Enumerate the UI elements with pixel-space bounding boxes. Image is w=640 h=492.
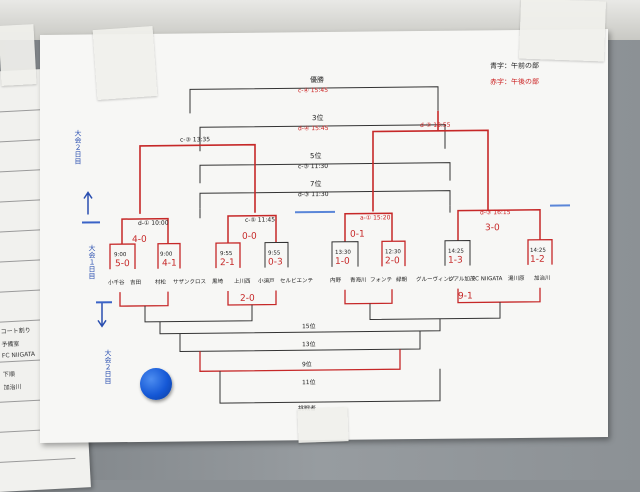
score-mark: 1-2: [530, 255, 545, 265]
qf-right1-time: a-① 15:20: [360, 214, 391, 221]
team-name: 上川西: [234, 277, 251, 285]
score-mark: 9-1: [458, 291, 473, 301]
sheet-text: 下順: [3, 369, 15, 379]
legend-red: 赤字：午後の部: [490, 77, 539, 87]
lower-bracket: 15位 13位 9位 11位 挑戦者: [120, 288, 540, 414]
team-name: フォンテ: [370, 276, 392, 283]
day-label-top: 大会２日目: [74, 129, 82, 166]
team-name: サザンクロス: [173, 278, 206, 285]
round-11-label: 11位: [302, 378, 316, 386]
tape-top-right: [519, 0, 606, 61]
team-name: 緑朝: [396, 275, 407, 283]
score-mark: 5-0: [115, 259, 130, 269]
score-mark: 0-0: [242, 232, 257, 242]
team-name: 小千谷: [108, 278, 125, 286]
score-mark: 2-0: [385, 256, 400, 266]
team-name: セルビエンテ: [280, 276, 313, 284]
round-13-label: 13位: [302, 340, 316, 348]
r1-time: 12:30: [385, 249, 401, 255]
score-mark: 1-0: [335, 257, 350, 267]
seventh-label: 7位: [310, 179, 321, 188]
r1-time: 9:55: [220, 251, 233, 257]
sf-left-time: c-③ 13:35: [180, 136, 210, 143]
arrow-up-icon: [84, 192, 92, 214]
day-label-middle: 大会１日目: [88, 244, 96, 281]
fifth-time: c-③ 11:30: [298, 163, 328, 170]
team-names: 小千谷 吉田 村松 サザンクロス 黒埼 上川西 小須戸 セルビエンテ 内野 青海…: [108, 274, 551, 287]
team-name: FC NIIGATA: [472, 276, 503, 282]
sheet-text: 加治川: [3, 382, 21, 392]
team-name: 青海川: [350, 276, 367, 284]
sheet-text: コート割り: [0, 325, 30, 336]
seventh-place-box: 7位 d-③ 11:30: [200, 178, 450, 209]
tape-top-left: [93, 26, 158, 100]
r1-time: 9:55: [268, 250, 281, 256]
round-9-label: 9位: [302, 360, 312, 368]
score-mark: 3-0: [485, 223, 500, 233]
sheet-text: 予備室: [1, 339, 19, 349]
score-mark: 4-0: [132, 235, 147, 245]
score-mark: 4-1: [162, 259, 177, 269]
final-label: 優勝: [310, 75, 324, 84]
team-name: 内野: [330, 276, 341, 284]
r1-time: 13:30: [335, 250, 351, 256]
r1-time: 9:00: [114, 252, 127, 258]
score-mark: 2-0: [240, 294, 255, 304]
seventh-time: d-③ 11:30: [298, 191, 329, 198]
blue-magnet: [140, 368, 172, 400]
qf-left1-time: d-① 10:00: [138, 220, 169, 227]
team-name: 黒埼: [212, 277, 223, 285]
score-mark: 2-1: [220, 258, 235, 268]
qf-left2-time: c-⑤ 11:45: [245, 217, 275, 224]
team-name: 加治川: [534, 274, 551, 282]
day-label-bottom: 大会２日目: [104, 348, 112, 385]
final-time: c-④ 15:45: [298, 87, 328, 94]
team-name: 小須戸: [258, 277, 275, 285]
r1-time: 14:25: [448, 249, 464, 255]
tape-bottom: [297, 407, 348, 443]
qf-right2-time: d-③ 16:15: [480, 209, 511, 216]
third-time: d-④ 15:45: [298, 125, 329, 132]
third-label: 3位: [312, 113, 323, 122]
team-name: 吉田: [130, 279, 141, 286]
score-mark: 1-3: [448, 256, 463, 266]
fifth-place-box: 5位 c-③ 11:30: [200, 150, 450, 184]
sheet-text: FC NIIGATA: [2, 351, 35, 360]
photo-scene: コート割り 予備室 FC NIIGATA 下順 加治川 青字：午前の部 赤字：午…: [0, 0, 640, 480]
team-name: 湯川原: [508, 274, 525, 282]
r1-time: 14:25: [530, 248, 546, 254]
r1-time: 9:00: [160, 252, 173, 258]
score-mark: 0-3: [268, 257, 283, 267]
final-round-box: 優勝 c-④ 15:45: [190, 74, 438, 114]
sf-right-time: d-③ 13:55: [420, 122, 451, 129]
round-15-label: 15位: [302, 322, 316, 330]
arrow-down-icon: [98, 302, 106, 326]
score-mark: 0-1: [350, 230, 365, 240]
legend-blue: 青字：午前の部: [490, 61, 539, 71]
tape-left: [0, 24, 37, 86]
fifth-label: 5位: [310, 151, 321, 160]
team-name: 村松: [155, 278, 166, 286]
